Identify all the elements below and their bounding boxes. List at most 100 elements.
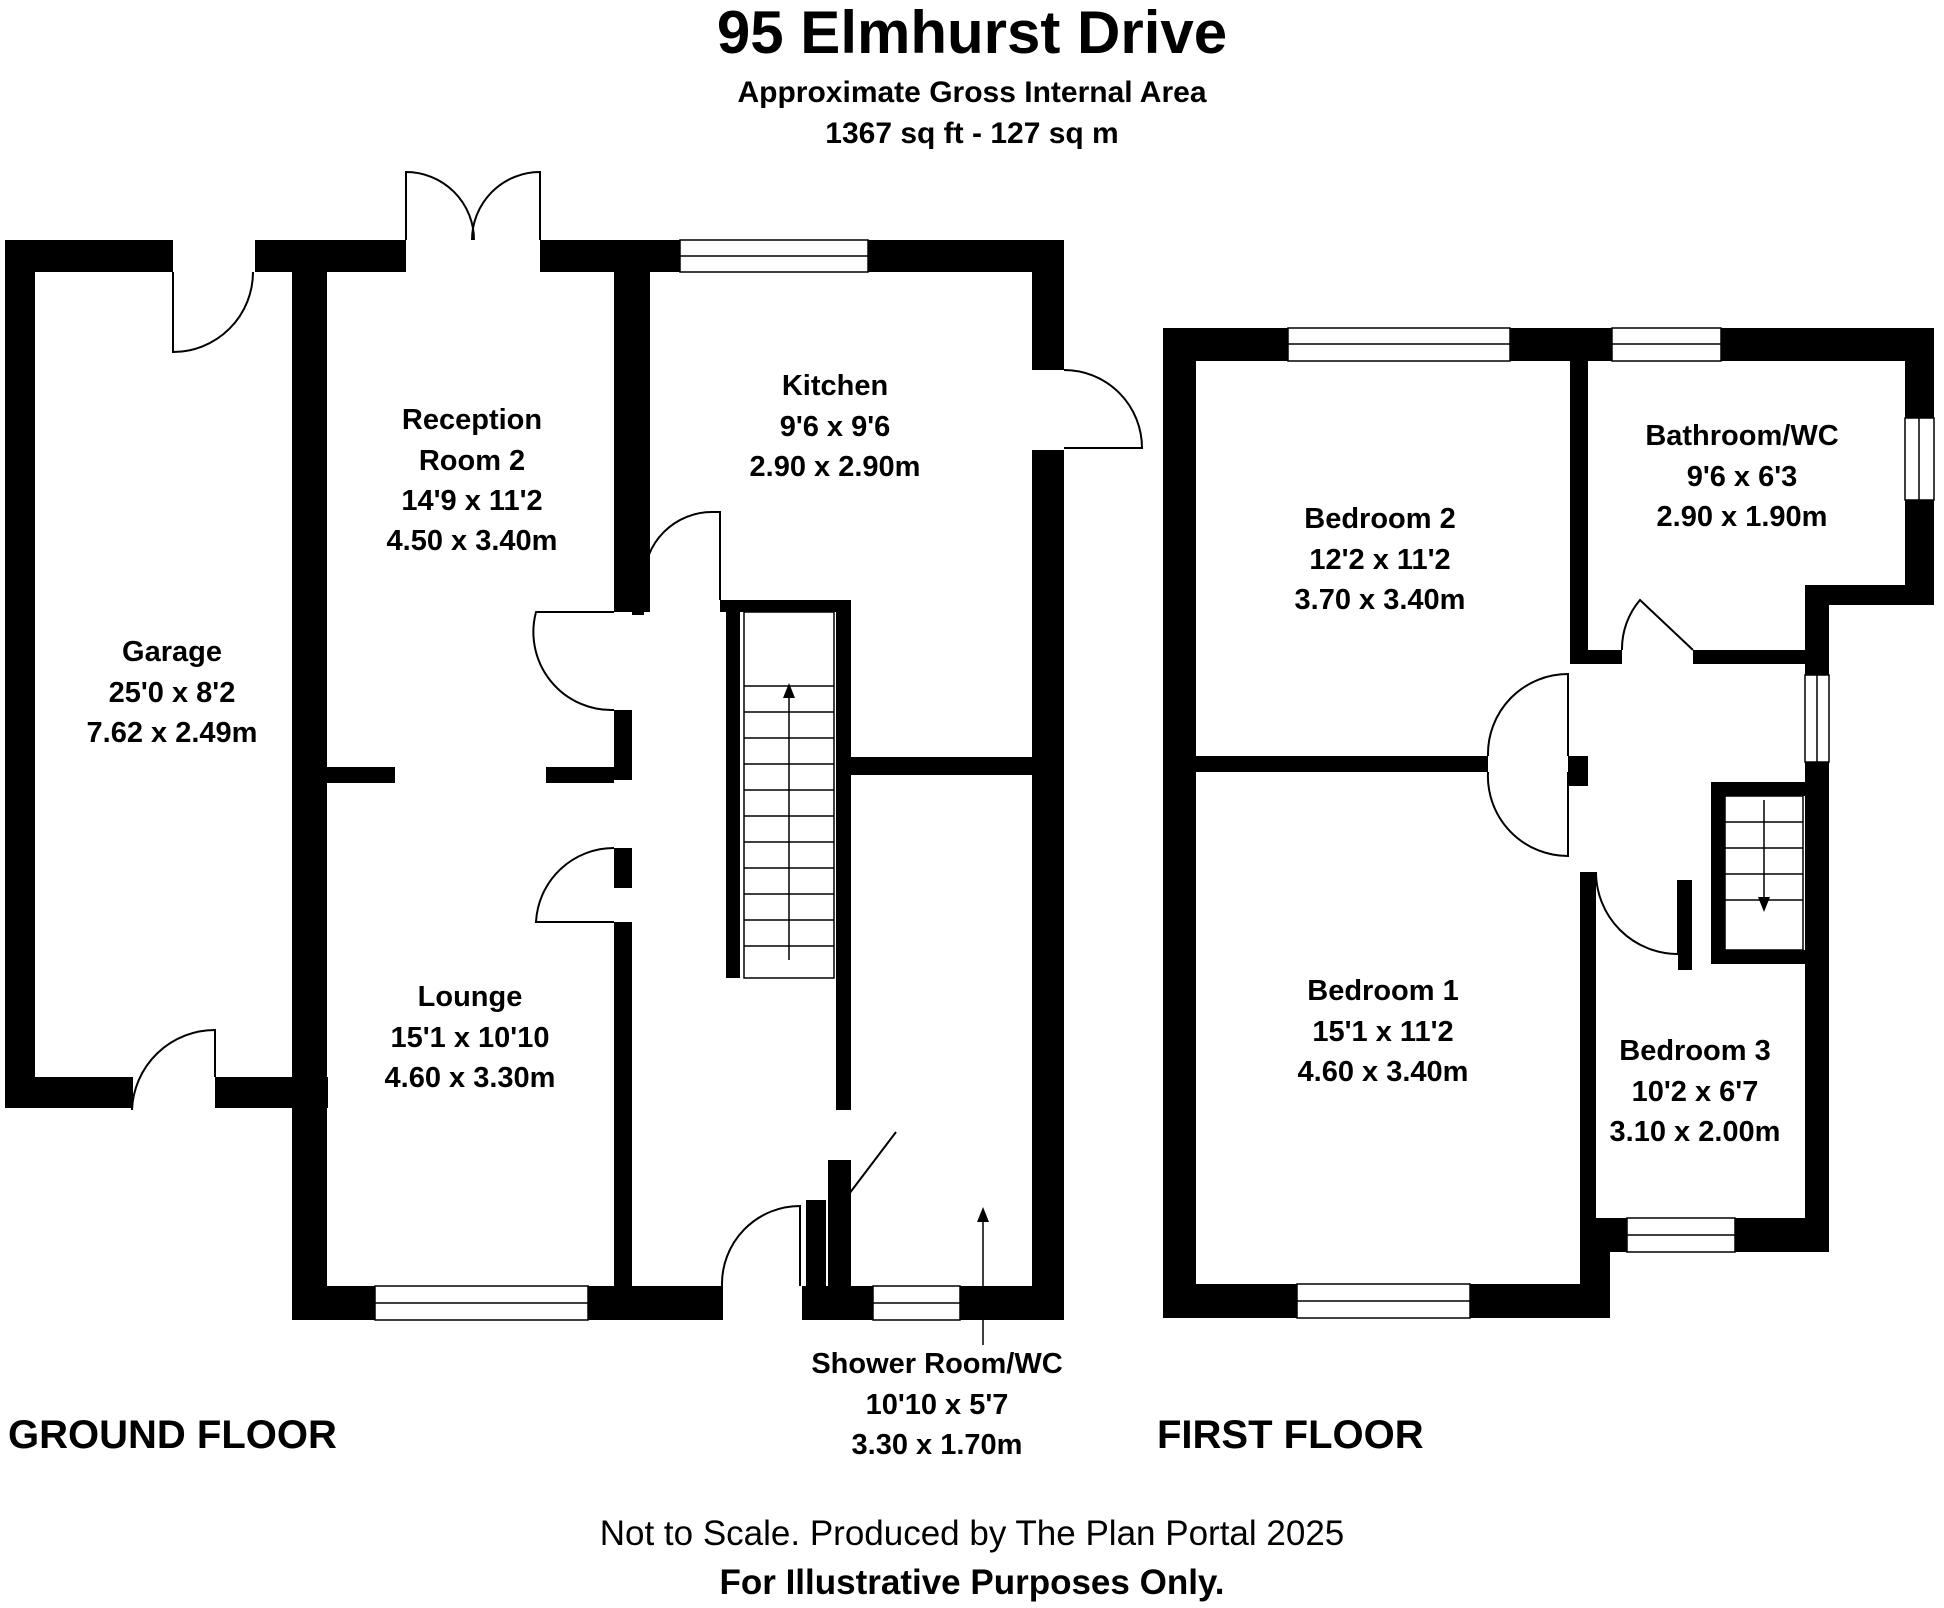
wall [1470,1284,1600,1318]
room-size-imperial: 12'2 x 11'2 [1309,544,1450,576]
door-swing [172,271,254,354]
property-title: 95 Elmhurst Drive [717,0,1227,66]
wall [540,240,680,272]
wall [836,600,851,1110]
ground-floor-windows [374,239,961,1321]
wall [726,600,851,612]
arrow-up-icon [783,683,795,698]
door-swing [1486,771,1569,858]
first-floor-stairs [1724,795,1804,951]
room-name: Bedroom 2 [1304,503,1455,535]
room-size-metric: 7.62 x 2.49m [87,717,258,749]
room-label-lounge: Lounge 15'1 x 10'10 4.60 x 3.30m [385,981,556,1094]
room-size-metric: 4.60 x 3.30m [385,1062,556,1094]
room-size-imperial: 25'0 x 8'2 [109,677,236,709]
door-swing [845,1131,897,1199]
area-label: Approximate Gross Internal Area [737,76,1206,109]
first-floor-walls [1163,328,1934,1318]
wall [255,240,406,272]
wall [1032,450,1064,1320]
wall [292,1286,375,1320]
wall [614,922,632,1290]
room-size-metric: 3.30 x 1.70m [852,1429,1023,1461]
room-name: Garage [122,636,222,668]
wall [5,240,35,1108]
wall [868,240,1064,272]
wall [1570,650,1622,664]
room-name: Bedroom 3 [1619,1035,1770,1067]
wall [1580,872,1596,1220]
room-size-imperial: 14'9 x 11'2 [401,485,542,517]
first-floor-windows [1287,327,1935,1319]
room-size-imperial: 9'6 x 6'3 [1687,461,1798,493]
room-name: Kitchen [782,370,888,402]
room-label-bathroom: Bathroom/WC 9'6 x 6'3 2.90 x 1.90m [1645,420,1838,533]
first-floor-label: FIRST FLOOR [1157,1413,1424,1457]
wall [1032,240,1064,370]
wall [614,710,632,780]
wall [1711,782,1725,964]
wall [1711,782,1805,796]
door-swing [720,1204,801,1287]
room-size-imperial: 9'6 x 9'6 [780,411,891,443]
stair-outline [1724,795,1804,951]
room-name: Room 2 [419,445,525,477]
wall [292,1080,327,1320]
room-label-bedroom3: Bedroom 3 10'2 x 6'7 3.10 x 2.00m [1610,1035,1781,1148]
wall [1163,1284,1297,1318]
wall [1905,328,1934,418]
room-size-imperial: 15'1 x 10'10 [391,1022,550,1054]
ground-floor-walls [5,240,1064,1320]
door-swing [1595,871,1679,956]
room-name: Shower Room/WC [811,1348,1062,1380]
wall [5,240,173,272]
wall [614,272,632,612]
door-swing [405,170,475,241]
wall [1163,328,1288,361]
wall [292,268,327,1108]
door-swing [1486,672,1569,757]
arrow-up-icon [977,1207,989,1222]
wall [1570,361,1588,661]
door-swing [643,511,721,600]
wall [806,1200,826,1290]
wall [1678,880,1692,970]
door-swing [471,170,541,241]
wall [632,272,650,612]
room-label-reception: Reception Room 2 14'9 x 11'2 4.50 x 3.40… [387,404,558,557]
room-label-bedroom1: Bedroom 1 15'1 x 11'2 4.60 x 3.40m [1298,975,1469,1088]
wall [828,1160,851,1290]
door-swing [1063,369,1144,449]
wall [1196,756,1488,772]
wall [1510,328,1612,361]
room-label-garage: Garage 25'0 x 8'2 7.62 x 2.49m [87,636,258,749]
wall [1735,1218,1829,1252]
room-name: Bedroom 1 [1307,975,1458,1007]
area-value: 1367 sq ft - 127 sq m [825,117,1118,150]
wall [327,767,395,783]
wall [807,1286,874,1320]
first-floor-doors [1486,598,1694,956]
wall [726,600,740,978]
wall [851,757,1034,775]
room-name: Reception [402,404,542,436]
wall [1711,950,1829,964]
room-size-imperial: 10'2 x 6'7 [1632,1076,1759,1108]
wall [802,1286,816,1320]
ground-floor-doors [131,170,1144,1287]
room-label-bedroom2: Bedroom 2 12'2 x 11'2 3.70 x 3.40m [1295,503,1466,616]
wall [960,1286,1064,1320]
ground-floor-label: GROUND FLOOR [8,1413,337,1457]
room-size-metric: 3.10 x 2.00m [1610,1116,1781,1148]
room-name: Bathroom/WC [1645,420,1838,452]
disclaimer-scale: Not to Scale. Produced by The Plan Porta… [600,1514,1345,1553]
stair-outline [743,611,835,979]
room-size-imperial: 10'10 x 5'7 [866,1389,1009,1421]
wall [1805,585,1934,605]
wall [1163,328,1196,1318]
wall [5,1077,132,1108]
wall [1721,328,1934,361]
wall [1805,762,1829,1222]
door-swing [534,846,615,923]
room-label-shower: Shower Room/WC 10'10 x 5'7 3.30 x 1.70m [811,1348,1062,1461]
